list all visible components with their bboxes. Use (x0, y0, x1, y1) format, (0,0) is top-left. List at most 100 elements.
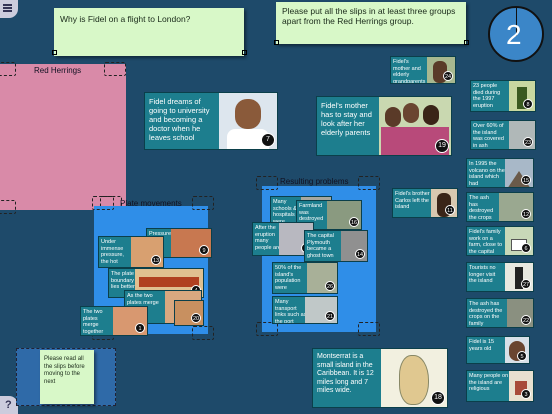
slip-3[interactable]: Many people on the island are religious … (466, 370, 534, 402)
slip-text: Fidel's brother Carlos left the island (395, 191, 430, 211)
slip-text: Fidel's mother has to stay and look afte… (321, 101, 372, 137)
slip-text: After the eruption many people are (255, 225, 281, 251)
timer-value: 2 (506, 19, 522, 50)
slip-under[interactable]: Under immense pressure, the hot 13 (98, 236, 164, 268)
volcano-people-picture (509, 81, 535, 111)
slip-20[interactable]: 20 (174, 300, 204, 326)
slip-text: Farmland was destroyed (299, 203, 324, 223)
slip-number: 9 (199, 245, 209, 255)
slip-text: 50% of the island's population were (275, 265, 302, 291)
red-herrings-handle-tr[interactable] (104, 62, 126, 76)
slip-capital[interactable]: The capital Plymouth became a ghost town… (304, 230, 368, 262)
red-herrings-handle-tl[interactable] (0, 62, 16, 76)
resulting-handle-tl[interactable] (256, 176, 278, 190)
slip-number: 20 (191, 313, 201, 323)
slip-text: Fidel dreams of going to university and … (149, 97, 210, 142)
slip-text: Fidel's mother and elderly grandparents (393, 59, 426, 84)
slip-text: The ash has destroyed the crops on the f… (469, 301, 503, 327)
reminder-text: Please read all the slips before moving … (44, 356, 85, 385)
slip-number: 27 (521, 279, 531, 289)
farm-picture (505, 227, 533, 255)
slip-22[interactable]: The ash has destroyed the crops on the f… (466, 298, 534, 328)
slip-number: 18 (431, 391, 445, 405)
slip-6[interactable]: Fidel's family work on a farm, close to … (466, 226, 534, 256)
slip-number: 23 (523, 137, 533, 147)
slip-number: 8 (523, 99, 533, 109)
question-mark-icon: ? (5, 399, 12, 411)
question-note[interactable]: Why is Fidel on a flight to London? (54, 8, 244, 56)
slip-number: 21 (325, 311, 335, 321)
resulting-problems-label: Resulting problems (280, 177, 349, 186)
slip-text: Many transport links such as the port (275, 299, 307, 324)
slip-two-plates[interactable]: The two plates merge together 1 (80, 306, 148, 336)
slip-number: 22 (521, 315, 531, 325)
slip-11[interactable]: Fidel's brother Carlos left the island 1… (392, 188, 458, 218)
slip-8[interactable]: 23 people died during the 1997 eruption … (470, 80, 536, 112)
slip-transport[interactable]: Many transport links such as the port 21 (272, 296, 338, 324)
slip-5[interactable]: Fidel is 15 years old 5 (466, 336, 530, 364)
note-corner (52, 50, 57, 55)
slip-number: 12 (521, 209, 531, 219)
timer-circle: 2 (488, 6, 544, 62)
note-corner (242, 50, 247, 55)
instruction-text: Please put all the slips in at least thr… (282, 6, 456, 26)
slip-number: 15 (521, 175, 531, 185)
tourist-picture (505, 263, 533, 291)
plate-movements-label: Plate movements (120, 199, 182, 208)
slip-24[interactable]: Fidel's mother and elderly grandparents … (390, 56, 456, 84)
slip-18[interactable]: Montserrat is a small island in the Cari… (312, 348, 448, 408)
note-corner (464, 40, 469, 45)
slip-number: 13 (151, 255, 161, 265)
slip-text: The capital Plymouth became a ghost town (307, 233, 334, 259)
slip-number: 16 (349, 217, 359, 227)
resulting-handle-bl[interactable] (256, 322, 278, 336)
slip-number: 5 (517, 351, 527, 361)
slip-number: 11 (445, 205, 455, 215)
slip-text: Montserrat is a small island in the Cari… (317, 353, 374, 394)
slip-after[interactable]: After the eruption many people are 2 (252, 222, 314, 256)
question-text: Why is Fidel on a flight to London? (60, 14, 191, 24)
timer-tick-line (516, 8, 517, 36)
slip-number: 3 (521, 389, 531, 399)
slip-text: The plate boundary lies better (111, 271, 135, 291)
slip-text: As the two plates merge (127, 293, 159, 306)
slip-number: 1 (135, 323, 145, 333)
slip-number: 14 (355, 249, 365, 259)
hamburger-menu-icon (3, 4, 12, 12)
slip-number: 24 (443, 71, 453, 81)
slip-50[interactable]: 50% of the island's population were 26 (272, 262, 338, 294)
slip-number: 7 (261, 133, 275, 147)
plate-handle-tl[interactable] (92, 196, 114, 210)
resulting-handle-tr[interactable] (358, 176, 380, 190)
slip-text: Many people on the island are religious (469, 373, 509, 393)
slip-number: 6 (521, 243, 531, 253)
slip-27[interactable]: Tourists no longer visit the island 27 (466, 262, 534, 292)
slip-text: Pressure (149, 231, 172, 237)
red-herrings-group[interactable] (0, 64, 126, 210)
slip-text: The two plates merge together (83, 309, 104, 335)
slip-19[interactable]: Fidel's mother has to stay and look afte… (316, 96, 452, 156)
slip-12[interactable]: The ash has destroyed the crops 12 (466, 192, 534, 222)
slip-text: Under immense pressure, the hot (101, 239, 124, 265)
menu-button[interactable] (0, 0, 18, 18)
plate-handle-br[interactable] (192, 326, 214, 340)
slip-text: Fidel's family work on a farm, close to … (469, 229, 503, 255)
slip-text: Over 60% of the island was covered in as… (473, 123, 504, 149)
resulting-handle-br[interactable] (358, 322, 380, 336)
slip-text: 23 people died during the 1997 eruption (473, 83, 501, 109)
plate-handle-tr[interactable] (192, 196, 214, 210)
slip-23[interactable]: Over 60% of the island was covered in as… (470, 120, 536, 150)
red-herrings-label: Red Herrings (34, 66, 82, 75)
instruction-note[interactable]: Please put all the slips in at least thr… (276, 2, 466, 44)
red-herrings-handle-bl[interactable] (0, 200, 16, 214)
slip-text: Tourists no longer visit the island (469, 265, 496, 285)
slip-text: Fidel is 15 years old (469, 339, 495, 352)
slip-7[interactable]: Fidel dreams of going to university and … (144, 92, 278, 150)
slip-number: 26 (325, 281, 335, 291)
help-button[interactable]: ? (0, 396, 18, 414)
slip-number: 19 (435, 139, 449, 153)
slip-15[interactable]: In 1995 the volcano on the island which … (466, 158, 534, 188)
reminder-note[interactable]: Please read all the slips before moving … (40, 350, 94, 404)
note-corner (274, 40, 279, 45)
slip-text: The ash has destroyed the crops (469, 195, 494, 221)
